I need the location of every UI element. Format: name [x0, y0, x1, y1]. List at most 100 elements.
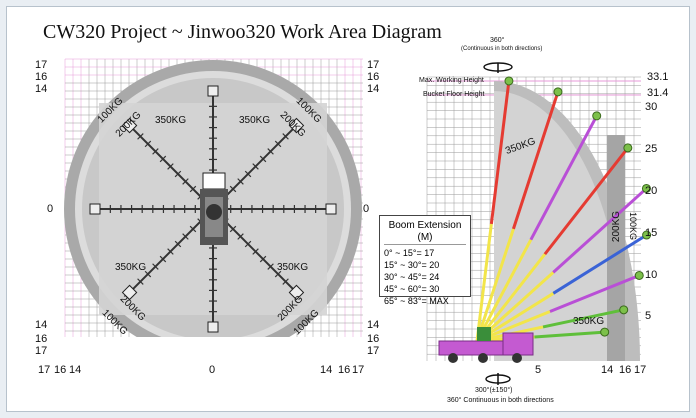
boom-segment-base	[475, 253, 547, 342]
boom-section-tick	[252, 163, 259, 170]
bucket-icon	[121, 117, 138, 134]
boom-section-tick	[237, 178, 244, 185]
boom-section-tick	[259, 155, 267, 163]
x-axis-17-left: 17	[38, 364, 51, 376]
side-view-diagram	[426, 62, 652, 385]
top-view-diagram	[64, 58, 363, 337]
truck-icon	[438, 327, 534, 363]
boom-section-tick	[174, 170, 182, 178]
boom-section-tick	[144, 140, 152, 148]
rotation-bottom-label: 300°(±150°)	[475, 387, 513, 394]
bottom-left-row-16: 16	[35, 333, 48, 345]
bucket-icon	[504, 76, 514, 86]
rotation-bottom-sublabel: 360° Continuous in both directions	[447, 397, 554, 404]
side-bottom-tick-5: 5	[535, 364, 542, 376]
boom-section-tick	[274, 140, 282, 148]
bottom-right-row-17: 17	[367, 345, 380, 357]
bucket-icon	[207, 85, 219, 97]
bucket-floor-height-value: 31.4	[647, 87, 669, 99]
boom-section-tick	[237, 233, 244, 240]
boom-arm	[128, 208, 214, 294]
legend-row: 65° ~ 83°= MAX	[384, 296, 449, 306]
side-bottom-tick-17: 17	[634, 364, 647, 376]
boom-section-tick	[159, 255, 167, 263]
load-label-350-bottom-right: 350KG	[277, 262, 309, 273]
boom-section-tick	[229, 185, 237, 193]
boom-section-tick	[244, 240, 252, 248]
boom-section-tick	[282, 133, 289, 140]
boom-segment-extension	[543, 147, 630, 256]
bucket-icon	[592, 111, 602, 121]
boom-section-tick	[137, 133, 144, 140]
x-axis-0: 0	[209, 364, 216, 376]
boom-section-tick	[244, 170, 252, 178]
boom-segment-extension	[512, 91, 560, 230]
bucket-icon	[619, 305, 629, 315]
bucket-icon	[207, 321, 219, 333]
x-axis-17-right: 17	[352, 364, 365, 376]
boom-segment-base	[475, 223, 493, 342]
top-left-row-17: 17	[35, 59, 48, 71]
page-title: CW320 Project ~ Jinwoo320 Work Area Diag…	[43, 21, 442, 43]
max-working-height-value: 33.1	[647, 71, 669, 83]
rotation-top-sublabel: (Continuous in both directions)	[461, 46, 543, 52]
side-load-label-200: 200KG	[611, 210, 623, 243]
right-zero-label: 0	[363, 203, 370, 215]
legend-row: 30° ~ 45°= 24	[384, 272, 440, 282]
bucket-icon	[623, 143, 633, 153]
height-tick-5: 5	[645, 310, 652, 322]
legend-row: 0° ~ 15°= 17	[384, 248, 435, 258]
bucket-icon	[600, 327, 610, 337]
height-tick-30: 30	[645, 101, 658, 113]
boom-section-tick	[159, 155, 167, 163]
boom-section-tick	[144, 270, 152, 278]
bottom-right-row-14: 14	[367, 319, 380, 331]
bucket-floor-height-label: Bucket Floor Height	[423, 91, 485, 98]
boom-section-tick	[182, 178, 189, 185]
side-column-zone	[607, 135, 625, 361]
boom-section-tick	[189, 225, 197, 233]
max-working-height-label: Max. Working Height	[419, 77, 484, 84]
legend-row: 45° ~ 60°= 30	[384, 284, 440, 294]
boom-section-tick	[152, 263, 159, 270]
boom-segment-base	[475, 238, 533, 342]
height-tick-20: 20	[645, 185, 658, 197]
boom-segment-extension	[552, 233, 648, 295]
diagram-page: CW320 Project ~ Jinwoo320 Work Area Diag…	[6, 6, 690, 412]
boom-section-tick	[274, 270, 282, 278]
top-right-row-17: 17	[367, 59, 380, 71]
height-tick-10: 10	[645, 269, 658, 281]
boom-segment-extension	[552, 187, 648, 274]
bucket-icon	[325, 203, 337, 215]
bottom-left-row-17: 17	[35, 345, 48, 357]
rotation-top-icon	[483, 62, 513, 73]
bucket-icon	[553, 87, 563, 97]
boom-section-tick	[252, 248, 259, 255]
boom-segment-base	[475, 228, 515, 342]
rotation-bottom-icon	[485, 373, 511, 385]
boom-arm	[128, 124, 214, 210]
side-load-label-100: 100KG	[628, 211, 639, 241]
legend-row: 15° ~ 30°= 20	[384, 260, 440, 270]
x-axis-14-left: 14	[69, 364, 82, 376]
top-right-row-16: 16	[367, 71, 380, 83]
left-zero-label: 0	[47, 203, 54, 215]
boom-extension-legend: Boom Extension (M) 0° ~ 15°= 17 15° ~ 30…	[379, 215, 471, 306]
boom-section-tick	[267, 148, 274, 155]
top-right-row-14: 14	[367, 83, 380, 95]
boom-section-tick	[174, 240, 182, 248]
boom-section-tick	[282, 278, 289, 285]
rotation-top-label: 360°	[490, 37, 505, 44]
boom-section-tick	[167, 248, 174, 255]
bucket-icon	[634, 270, 644, 280]
side-bottom-tick-16: 16	[619, 364, 632, 376]
boom-section-tick	[137, 278, 144, 285]
boom-segment-extension	[542, 308, 625, 329]
top-left-row-14: 14	[35, 83, 48, 95]
bucket-icon	[121, 284, 138, 301]
boom-segment-extension	[489, 80, 511, 225]
bucket-icon	[89, 203, 101, 215]
load-label-350-top-right: 350KG	[239, 115, 271, 126]
side-load-label-350-bottom: 350KG	[573, 316, 605, 327]
boom-section-tick	[189, 185, 197, 193]
